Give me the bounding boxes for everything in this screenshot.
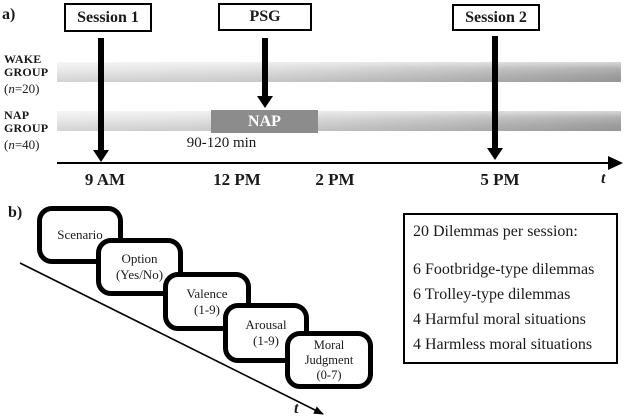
arrow-head	[93, 150, 109, 162]
dilemmas-info-box: 20 Dilemmas per session: 6 Footbridge-ty…	[403, 213, 618, 364]
screen-arousal-label-line1: Arousal	[245, 317, 287, 333]
dilemma-item-harmful: 4 Harmful moral situations	[413, 311, 586, 328]
nap-group-n-label: (n=40)	[4, 138, 48, 151]
panel-a-label: a)	[2, 6, 16, 23]
arrow-shaft	[492, 36, 498, 148]
sequence-axis-arrow-icon	[19, 262, 324, 415]
time-label-9am: 9 AM	[84, 170, 126, 189]
screen-moral-judgment-label-line2: Judgment	[304, 352, 354, 367]
n-open: (	[4, 137, 9, 152]
session-1-arrow-icon	[93, 38, 109, 162]
nap-group-line1: NAP	[4, 108, 30, 122]
session-2-arrow-icon	[487, 36, 503, 160]
nap-period-box: NAP	[211, 110, 318, 133]
screen-valence-label-line2: (1-9)	[194, 301, 220, 317]
time-label-12pm: 12 PM	[213, 170, 261, 189]
wake-group-label: WAKE GROUP (n=20)	[4, 52, 49, 96]
screen-option-label-line1: Option	[121, 251, 158, 267]
n-value: =20)	[14, 81, 40, 96]
nap-group-label: NAP GROUP (n=40)	[4, 108, 49, 152]
dilemma-item-harmless: 4 Harmless moral situations	[413, 336, 593, 353]
n-open: (	[4, 81, 9, 96]
wake-group-line1: WAKE	[4, 52, 42, 66]
arrow-shaft	[98, 38, 104, 150]
screen-option: Option (Yes/No)	[96, 238, 183, 296]
time-label-2pm: 2 PM	[315, 170, 355, 189]
screen-scenario-label: Scenario	[57, 227, 103, 243]
nap-group-line2: GROUP	[4, 121, 49, 135]
session-2-box: Session 2	[452, 4, 540, 31]
n-symbol: n	[8, 81, 15, 96]
screen-moral-judgment: Moral Judgment (0-7)	[285, 331, 373, 389]
screen-moral-judgment-label-line1: Moral	[313, 337, 345, 352]
dilemma-item-trolley: 6 Trolley-type dilemmas	[413, 286, 571, 303]
screen-arousal-label-line2: (1-9)	[253, 333, 279, 348]
arrow-shaft	[262, 38, 268, 96]
panel-b-label: b)	[8, 204, 23, 221]
time-axis-t-label: t	[601, 170, 606, 187]
arrow-head	[487, 148, 503, 160]
n-symbol: n	[8, 137, 15, 152]
psg-box: PSG	[218, 3, 312, 31]
psg-label: PSG	[249, 8, 281, 25]
dilemmas-heading: 20 Dilemmas per session:	[413, 223, 578, 240]
n-value: =40)	[14, 137, 40, 152]
session-1-box: Session 1	[64, 3, 152, 32]
nap-period-label: NAP	[248, 112, 281, 130]
time-label-5pm: 5 PM	[480, 170, 520, 189]
nap-duration-label: 90-120 min	[186, 135, 257, 151]
screen-option-label-line2: (Yes/No)	[115, 267, 164, 282]
arrow-head	[257, 96, 273, 108]
wake-group-timeline-bar	[57, 62, 621, 82]
wake-group-line2: GROUP	[4, 65, 49, 79]
sequence-axis-t-label: t	[294, 400, 299, 417]
session-1-label: Session 1	[77, 8, 139, 26]
screen-valence-label-line1: Valence	[186, 285, 228, 301]
dilemma-item-footbridge: 6 Footbridge-type dilemmas	[413, 261, 595, 278]
time-axis-arrow-icon	[57, 156, 623, 170]
screen-moral-judgment-label-line3: (0-7)	[316, 367, 342, 382]
session-2-label: Session 2	[465, 8, 527, 26]
psg-arrow-icon	[257, 38, 273, 108]
wake-group-n-label: (n=20)	[4, 82, 48, 95]
nap-group-timeline-bar	[57, 111, 621, 131]
